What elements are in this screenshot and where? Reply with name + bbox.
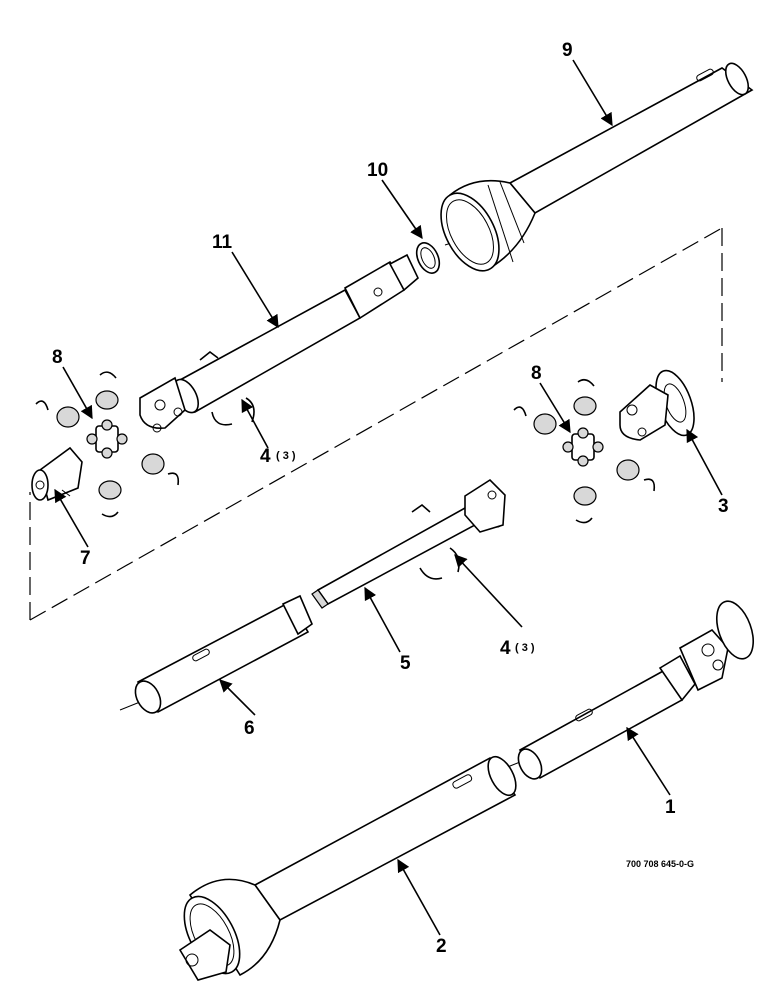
callout-7: 7 [80,548,91,569]
part-6-outer-tube [134,594,313,714]
drawing-reference-number: 700 708 645-0-G [626,859,694,869]
callout-10: 10 [367,160,388,181]
phantom-lines [29,225,723,771]
part-1-inner-tube-yoke [517,600,755,780]
callout-3: 3 [718,496,729,517]
callout-6: 6 [244,718,255,739]
callout-11: 11 [212,232,233,253]
callout-labels: 9 10 11 8 8 3 4 ( 3 ) 7 4 ( 3 ) 5 6 1 2 … [52,40,729,957]
callout-4-upper-qty: ( 3 ) [276,450,296,462]
leader-lines [54,59,723,936]
callout-9: 9 [562,40,573,61]
part-3-flange-yoke [619,369,695,441]
part-5-inner-shaft [311,478,506,609]
part-8-right-cross-kit [513,378,656,524]
callout-8-left: 8 [52,347,63,368]
part-7-yoke-end [31,446,83,502]
callout-1: 1 [665,797,676,818]
part-2-shielded-tube [178,755,517,981]
part-11-inner-tube [139,253,419,433]
part-10-ring [415,242,441,274]
part-8-left-cross-kit [35,371,180,518]
callout-4-upper: 4 [260,446,271,467]
callout-5: 5 [400,653,411,674]
part-9-outer-shield-tube [440,62,754,272]
callout-2: 2 [436,936,447,957]
callout-4-lower: 4 [500,638,511,659]
callout-4-lower-qty: ( 3 ) [515,642,535,654]
callout-8-right: 8 [531,363,542,384]
